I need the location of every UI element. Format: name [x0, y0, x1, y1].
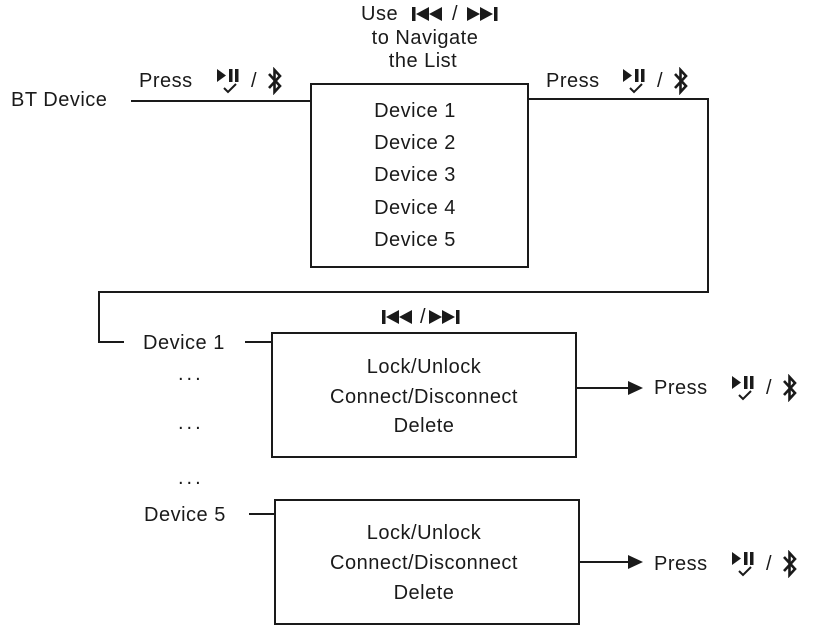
- ellipsis: ...: [178, 363, 204, 385]
- slash-2: /: [657, 70, 664, 92]
- play-pause-check-icon: [217, 69, 239, 94]
- slash-3: /: [766, 377, 773, 399]
- navigate-line-2: to Navigate: [371, 27, 479, 49]
- ellipsis: ...: [178, 412, 204, 434]
- list-item: Device 5: [374, 229, 456, 251]
- use-label: Use: [361, 3, 399, 25]
- arrow-2-head: [628, 555, 643, 569]
- play-pause-check-icon: [732, 552, 754, 577]
- device-list-box: [310, 83, 529, 268]
- option-delete: Delete: [393, 415, 455, 437]
- skip-back-icon: [412, 7, 442, 21]
- list-item: Device 4: [374, 197, 456, 219]
- bluetooth-icon: [268, 67, 282, 95]
- list-item: Device 2: [374, 132, 456, 154]
- option-connect-disconnect: Connect/Disconnect: [330, 552, 518, 574]
- device-1-options-box: [271, 332, 577, 458]
- separator: /: [420, 306, 427, 328]
- option-lock-unlock: Lock/Unlock: [366, 522, 482, 544]
- option-lock-unlock: Lock/Unlock: [366, 356, 482, 378]
- arrow-1-head: [628, 381, 643, 395]
- option-delete: Delete: [393, 582, 455, 604]
- press-label-1: Press: [139, 70, 193, 92]
- bluetooth-icon: [783, 550, 797, 578]
- play-pause-check-icon: [732, 376, 754, 401]
- play-pause-check-icon: [623, 69, 645, 94]
- skip-forward-icon: [467, 7, 498, 21]
- slash-4: /: [766, 553, 773, 575]
- skip-back-icon: [382, 310, 412, 324]
- option-connect-disconnect: Connect/Disconnect: [330, 386, 518, 408]
- device-5-label: Device 5: [144, 504, 226, 526]
- list-item: Device 3: [374, 164, 456, 186]
- device-1-label: Device 1: [143, 332, 225, 354]
- list-item: Device 1: [374, 100, 456, 122]
- press-label-3: Press: [654, 377, 708, 399]
- separator: /: [452, 3, 459, 25]
- skip-forward-icon: [429, 310, 460, 324]
- press-label-4: Press: [654, 553, 708, 575]
- slash-1: /: [251, 70, 258, 92]
- bt-device-label: BT Device: [11, 89, 108, 111]
- bluetooth-icon: [674, 67, 688, 95]
- press-label-2: Press: [546, 70, 600, 92]
- connector-list-to-device1: [98, 98, 709, 343]
- navigate-line-3: the List: [388, 50, 458, 72]
- ellipsis: ...: [178, 467, 204, 489]
- bluetooth-icon: [783, 374, 797, 402]
